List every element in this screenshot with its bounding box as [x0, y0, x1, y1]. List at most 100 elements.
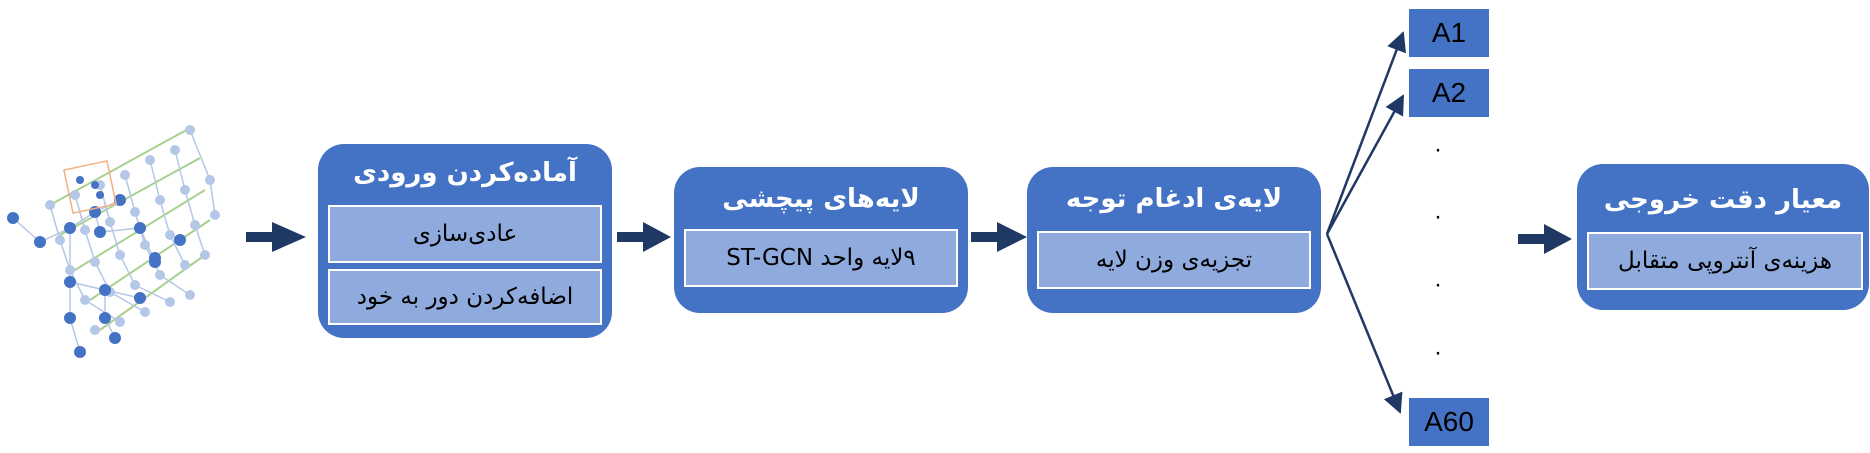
flow-arrow-output	[1518, 224, 1572, 254]
graph-light-node	[190, 220, 200, 230]
graph-light-node	[210, 210, 220, 220]
graph-light-edge	[159, 199, 171, 236]
graph-light-node	[130, 207, 140, 217]
ellipsis-dot-4: ·	[1434, 339, 1442, 366]
graph-dark-node	[64, 222, 76, 234]
graph-light-edge	[149, 159, 161, 201]
graph-light-node	[145, 155, 155, 165]
normalization-box: عادی‌سازی	[328, 205, 602, 263]
graph-light-node	[130, 280, 140, 290]
graph-dark-node	[114, 194, 126, 206]
graph-light-node	[80, 225, 90, 235]
graph-light-node	[105, 217, 115, 227]
graph-light-edge	[194, 224, 206, 256]
graph-light-edge	[169, 234, 186, 266]
graph-light-node	[45, 200, 55, 210]
input-prep-title: آماده‌کردن ورودی	[353, 158, 577, 188]
graph-dark-node	[34, 236, 46, 248]
graph-dark-node	[109, 332, 121, 344]
graph-light-node	[90, 325, 100, 335]
graph-light-edge	[184, 189, 196, 226]
graph-light-node	[165, 230, 175, 240]
graph-dark-node	[64, 276, 76, 288]
graph-light-node	[185, 125, 195, 135]
graph-light-node	[170, 145, 180, 155]
graph-dark-edge	[12, 217, 41, 243]
graph-dark-edge	[99, 227, 141, 233]
graph-dark-node	[134, 292, 146, 304]
stgcn-units-box: ۹لایه واحد ST-GCN	[684, 229, 958, 287]
graph-light-edge	[134, 284, 171, 303]
graph-light-node	[80, 295, 90, 305]
graph-light-node	[185, 290, 195, 300]
graph-light-node	[115, 317, 125, 327]
output-a1-box: A1	[1409, 9, 1489, 57]
graph-light-node	[120, 170, 130, 180]
flow-arrow-conv	[617, 222, 671, 252]
layer-weight-box: تجزیه‌ی وزن لایه	[1037, 231, 1311, 289]
graph-light-node	[140, 240, 150, 250]
attention-fusion-title: لایه‌ی ادغام توجه	[1065, 184, 1283, 214]
graph-light-edge	[59, 239, 71, 271]
cross-entropy-box: هزینه‌ی آنتروپی متقابل	[1587, 232, 1863, 290]
graph-light-node	[180, 260, 190, 270]
graph-dark-node	[64, 312, 76, 324]
self-loop-box: اضافه‌کردن دور به خود	[328, 269, 602, 325]
graph-light-edge	[209, 179, 216, 216]
graph-dark-node	[174, 234, 186, 246]
graph-dark-node	[134, 222, 146, 234]
graph-light-edge	[159, 274, 191, 296]
graph-light-edge	[174, 149, 186, 191]
graph-green-rail	[59, 157, 201, 236]
attention-fusion-stage: لایه‌ی ادغام توجه تجزیه‌ی وزن لایه	[1027, 167, 1321, 313]
graph-light-node	[205, 175, 215, 185]
output-metric-stage: معیار دقت خروجی هزینه‌ی آنتروپی متقابل	[1577, 164, 1869, 310]
graph-light-edge	[69, 269, 86, 301]
graph-light-node	[165, 297, 175, 307]
graph-light-node	[180, 185, 190, 195]
flow-arrow-input	[246, 222, 306, 252]
graph-dark-node	[149, 252, 161, 264]
graph-light-edge	[84, 299, 121, 323]
flow-arrow-attention	[971, 222, 1027, 252]
ellipsis-dot-3: ·	[1434, 271, 1442, 298]
graph-light-edge	[119, 254, 136, 286]
graph-light-edge	[109, 221, 121, 256]
graph-light-edge	[109, 291, 146, 313]
graph-highlight-node	[76, 176, 84, 184]
graph-highlight-node	[96, 191, 104, 199]
graph-light-edge	[99, 184, 111, 223]
graph-light-node	[90, 257, 100, 267]
conv-layers-stage: لایه‌های پیچشی ۹لایه واحد ST-GCN	[674, 167, 968, 313]
graph-light-edge	[74, 194, 86, 231]
skeleton-graph-image	[7, 125, 220, 358]
graph-highlight-box	[63, 160, 117, 214]
graph-highlight-node	[91, 181, 99, 189]
ellipsis-dot-1: ·	[1434, 136, 1442, 163]
ellipsis-dot-2: ·	[1434, 203, 1442, 230]
graph-light-edge	[84, 229, 96, 263]
graph-light-node	[155, 270, 165, 280]
fanout-arrow-a1	[1325, 31, 1406, 235]
graph-light-node	[55, 235, 65, 245]
graph-dark-node	[99, 284, 111, 296]
fanout-arrow-a60	[1325, 233, 1403, 414]
fanout-arrow-a2	[1325, 94, 1405, 235]
graph-dark-node	[74, 346, 86, 358]
input-prep-stage: آماده‌کردن ورودی عادی‌سازی اضافه‌کردن دو…	[318, 144, 612, 338]
graph-light-node	[70, 190, 80, 200]
graph-dark-node	[99, 312, 111, 324]
graph-light-edge	[124, 174, 136, 213]
graph-dark-node	[7, 212, 19, 224]
graph-light-node	[155, 195, 165, 205]
graph-light-edge	[189, 129, 211, 181]
output-a2-box: A2	[1409, 69, 1489, 117]
graph-light-node	[140, 307, 150, 317]
output-a60-box: A60	[1409, 398, 1489, 446]
graph-dark-node	[94, 226, 106, 238]
graph-light-node	[115, 250, 125, 260]
conv-layers-title: لایه‌های پیچشی	[722, 184, 920, 214]
output-metric-title: معیار دقت خروجی	[1603, 185, 1843, 215]
graph-light-node	[200, 250, 210, 260]
